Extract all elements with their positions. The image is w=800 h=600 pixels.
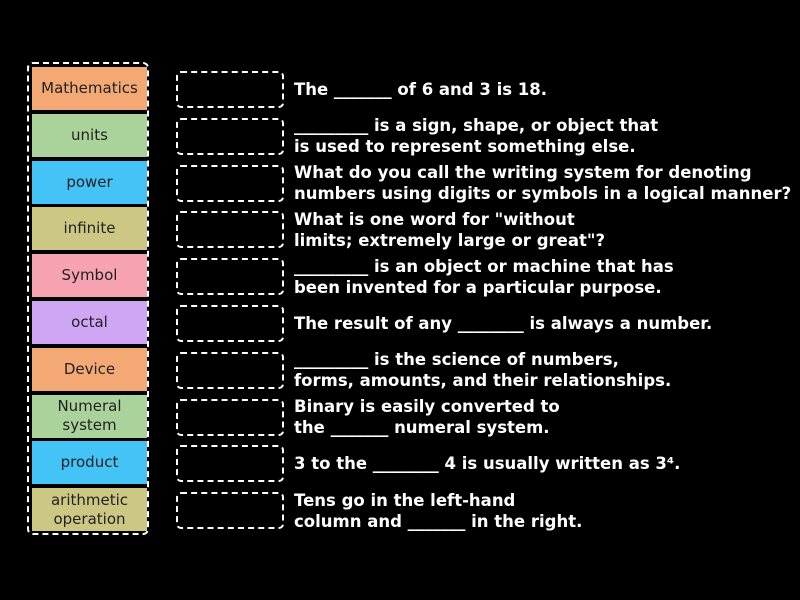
drop-zone[interactable] — [176, 445, 284, 483]
answer-tile[interactable]: infinite — [32, 207, 147, 251]
question-text: _________ is the science of numbers, for… — [294, 350, 672, 391]
question-text: _________ is an object or machine that h… — [294, 256, 674, 297]
drop-zone[interactable] — [176, 117, 284, 155]
answer-tile[interactable]: product — [32, 441, 147, 485]
question-text: What is one word for "without limits; ex… — [294, 209, 606, 250]
question-text: _________ is a sign, shape, or object th… — [294, 116, 659, 157]
question-text: The _______ of 6 and 3 is 18. — [294, 80, 548, 99]
question-text: Binary is easily converted to the ______… — [294, 397, 560, 438]
drop-zone[interactable] — [176, 305, 284, 342]
answer-tile[interactable]: arithmetic operation — [32, 488, 147, 532]
answer-tile-tray — [27, 62, 149, 535]
drop-zone[interactable] — [176, 164, 284, 202]
answer-tile[interactable]: Numeral system — [32, 394, 147, 438]
question-text: Tens go in the left-hand column and ____… — [294, 490, 583, 531]
answer-tile[interactable]: octal — [32, 301, 147, 344]
answer-tile[interactable]: Device — [32, 347, 147, 391]
answer-tile[interactable]: power — [32, 160, 147, 204]
drop-zone[interactable] — [176, 211, 284, 249]
answer-tile[interactable]: Mathematics — [32, 67, 147, 110]
question-text: What do you call the writing system for … — [294, 163, 792, 204]
answer-tile[interactable]: units — [32, 113, 147, 157]
drop-zone[interactable] — [176, 492, 284, 530]
question-text: The result of any ________ is always a n… — [294, 314, 713, 333]
drop-zone[interactable] — [176, 71, 284, 108]
answer-tile[interactable]: Symbol — [32, 254, 147, 298]
drop-zone[interactable] — [176, 258, 284, 296]
drop-zone[interactable] — [176, 351, 284, 389]
question-text: 3 to the ________ 4 is usually written a… — [294, 454, 681, 474]
drop-zone[interactable] — [176, 398, 284, 436]
